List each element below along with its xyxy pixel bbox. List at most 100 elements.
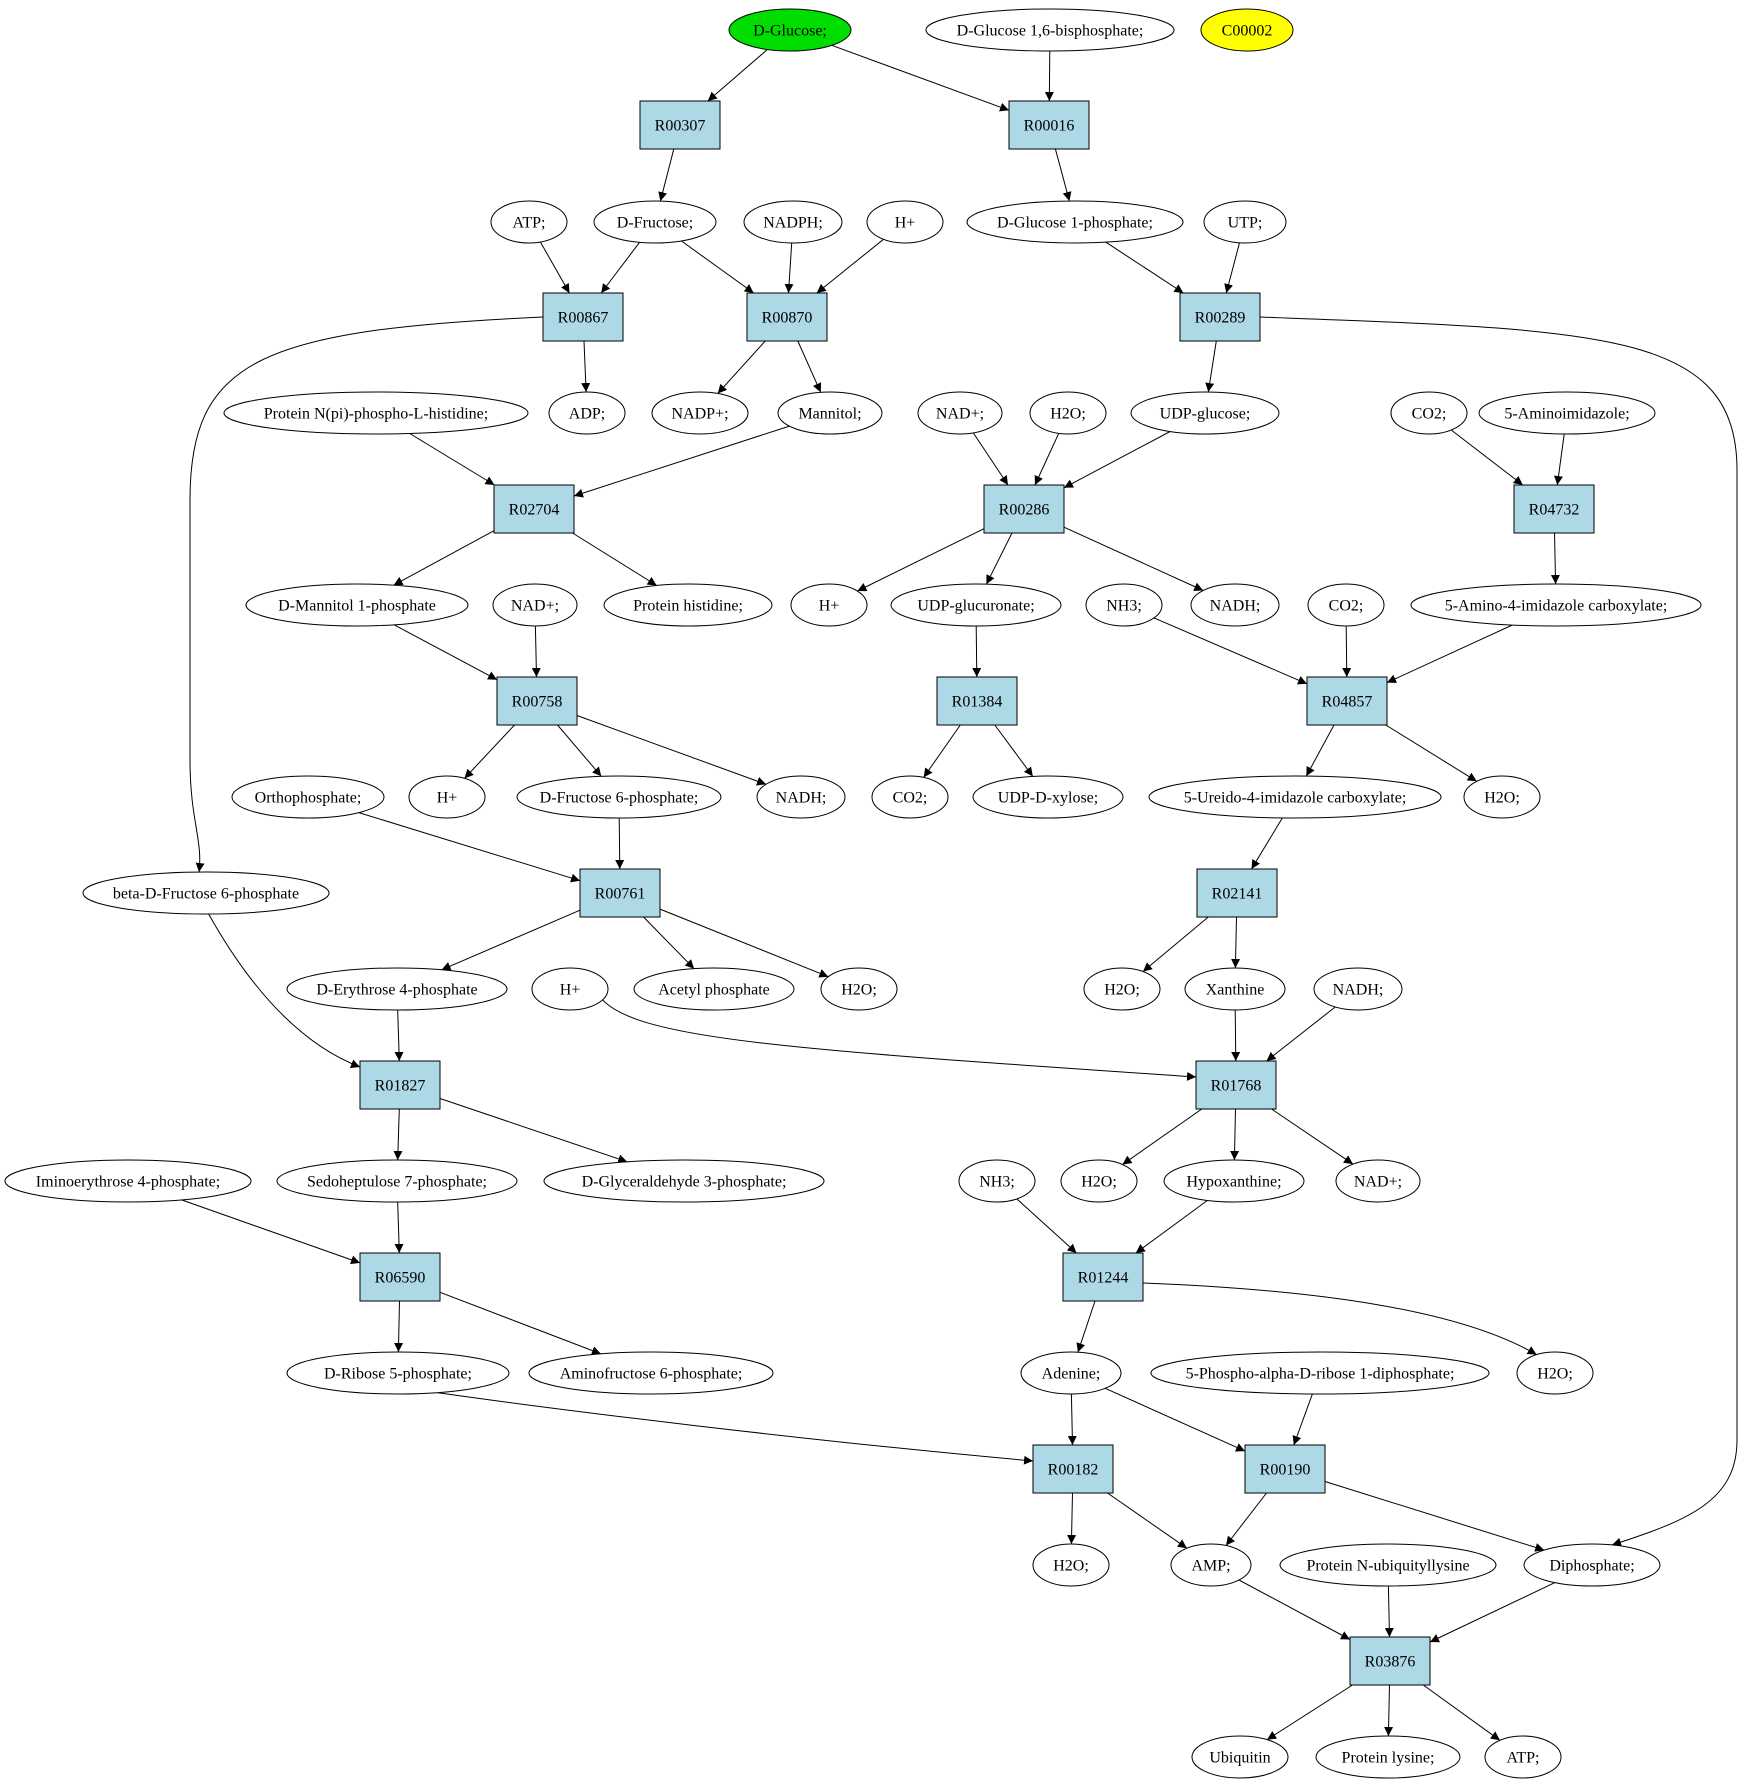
compound-ellipse bbox=[1032, 1543, 1110, 1587]
edge-xan-to-r01768 bbox=[1231, 1009, 1241, 1062]
compound-node-dg1p[interactable]: D-Glucose 1-phosphate; bbox=[966, 200, 1184, 244]
reaction-node-r00307[interactable]: R00307 bbox=[639, 100, 721, 150]
compound-node-ubiq[interactable]: Ubiquitin bbox=[1191, 1735, 1289, 1779]
reaction-node-r04732[interactable]: R04732 bbox=[1513, 484, 1595, 534]
reaction-node-r00190[interactable]: R00190 bbox=[1244, 1444, 1326, 1494]
compound-node-hypox[interactable]: Hypoxanthine; bbox=[1163, 1159, 1305, 1203]
compound-node-orthop[interactable]: Orthophosphate; bbox=[231, 775, 385, 819]
compound-node-co2a[interactable]: CO2; bbox=[1390, 391, 1468, 435]
edge-atp1-to-r00867 bbox=[539, 241, 570, 294]
compound-node-h2o2[interactable]: H2O; bbox=[1463, 775, 1541, 819]
compound-node-amp[interactable]: AMP; bbox=[1170, 1543, 1252, 1587]
compound-node-c00002[interactable]: C00002 bbox=[1200, 8, 1294, 52]
compound-node-d-glucose[interactable]: D-Glucose; bbox=[728, 8, 852, 52]
reaction-node-r04857[interactable]: R04857 bbox=[1306, 676, 1388, 726]
node-label: beta-D-Fructose 6-phosphate bbox=[113, 886, 299, 903]
compound-node-nh3b[interactable]: NH3; bbox=[958, 1159, 1036, 1203]
reaction-node-r00867[interactable]: R00867 bbox=[542, 292, 624, 342]
compound-node-acp[interactable]: Acetyl phosphate bbox=[633, 967, 795, 1011]
reaction-node-r03876[interactable]: R03876 bbox=[1349, 1636, 1431, 1686]
compound-node-r5p[interactable]: D-Ribose 5-phosphate; bbox=[286, 1351, 510, 1395]
edge-r02141-to-h2o4 bbox=[1142, 916, 1209, 972]
compound-node-h2o6[interactable]: H2O; bbox=[1516, 1351, 1594, 1395]
compound-node-h2o4[interactable]: H2O; bbox=[1083, 967, 1161, 1011]
compound-node-dg16bp[interactable]: D-Glucose 1,6-bisphosphate; bbox=[925, 8, 1175, 52]
reaction-node-r00286[interactable]: R00286 bbox=[983, 484, 1065, 534]
compound-node-dm1p[interactable]: D-Mannitol 1-phosphate bbox=[245, 583, 469, 627]
compound-node-af6p[interactable]: Aminofructose 6-phosphate; bbox=[528, 1351, 774, 1395]
compound-node-dfru[interactable]: D-Fructose; bbox=[593, 200, 717, 244]
node-label: Xanthine bbox=[1206, 982, 1265, 999]
compound-node-nadp2[interactable]: NAD+; bbox=[492, 583, 578, 627]
compound-node-xan[interactable]: Xanthine bbox=[1184, 967, 1286, 1011]
compound-node-aim[interactable]: 5-Aminoimidazole; bbox=[1478, 391, 1656, 435]
compound-node-nadp3[interactable]: NAD+; bbox=[1335, 1159, 1421, 1203]
compound-node-adenine[interactable]: Adenine; bbox=[1020, 1351, 1122, 1395]
compound-node-udpga[interactable]: UDP-glucuronate; bbox=[890, 583, 1062, 627]
reaction-node-r06590[interactable]: R06590 bbox=[359, 1252, 441, 1302]
reaction-node-r00182[interactable]: R00182 bbox=[1032, 1444, 1114, 1494]
reaction-node-r00870[interactable]: R00870 bbox=[746, 292, 828, 342]
compound-node-aicx[interactable]: 5-Amino-4-imidazole carboxylate; bbox=[1410, 583, 1702, 627]
reaction-node-r01244[interactable]: R01244 bbox=[1062, 1252, 1144, 1302]
compound-node-ga3p[interactable]: D-Glyceraldehyde 3-phosphate; bbox=[543, 1159, 825, 1203]
compound-node-h2o5[interactable]: H2O; bbox=[1060, 1159, 1138, 1203]
compound-node-udpxyl[interactable]: UDP-D-xylose; bbox=[972, 775, 1124, 819]
reaction-node-r00016[interactable]: R00016 bbox=[1008, 100, 1090, 150]
compound-node-bdf6p[interactable]: beta-D-Fructose 6-phosphate bbox=[82, 871, 330, 915]
compound-node-co2b[interactable]: CO2; bbox=[1307, 583, 1385, 627]
edge-d-glucose-to-r00016 bbox=[831, 44, 1010, 112]
compound-node-protlys[interactable]: Protein lysine; bbox=[1315, 1735, 1461, 1779]
compound-node-nadpp[interactable]: NADP+; bbox=[651, 391, 749, 435]
compound-node-pnublys[interactable]: Protein N-ubiquityllysine bbox=[1279, 1543, 1497, 1587]
edge-r00286-to-udpga bbox=[985, 532, 1013, 585]
edge-r06590-to-af6p bbox=[439, 1291, 602, 1355]
compound-node-h2o1[interactable]: H2O; bbox=[1029, 391, 1107, 435]
edge-hp4-to-r01768 bbox=[602, 999, 1197, 1081]
compound-node-nadh2[interactable]: NADH; bbox=[756, 775, 846, 819]
compound-node-diphos[interactable]: Diphosphate; bbox=[1523, 1543, 1661, 1587]
compound-node-atp2[interactable]: ATP; bbox=[1484, 1735, 1562, 1779]
reaction-node-r01768[interactable]: R01768 bbox=[1195, 1060, 1277, 1110]
compound-node-df6p[interactable]: D-Fructose 6-phosphate; bbox=[516, 775, 722, 819]
edge-prpp-to-r00190 bbox=[1292, 1393, 1313, 1446]
compound-node-nadph[interactable]: NADPH; bbox=[743, 200, 843, 244]
compound-node-nadp1[interactable]: NAD+; bbox=[917, 391, 1003, 435]
node-label: Iminoerythrose 4-phosphate; bbox=[36, 1174, 220, 1191]
reaction-node-r02704[interactable]: R02704 bbox=[493, 484, 575, 534]
reaction-node-r02141[interactable]: R02141 bbox=[1196, 868, 1278, 918]
edge-df6p-to-r00761 bbox=[615, 817, 625, 870]
node-label: R00307 bbox=[655, 118, 706, 135]
compound-ellipse bbox=[1463, 775, 1541, 819]
compound-node-h2o7[interactable]: H2O; bbox=[1032, 1543, 1110, 1587]
compound-node-hp4[interactable]: H+ bbox=[531, 967, 609, 1011]
compound-node-hp2[interactable]: H+ bbox=[790, 583, 868, 627]
compound-node-h2o3[interactable]: H2O; bbox=[820, 967, 898, 1011]
compound-node-mannitol[interactable]: Mannitol; bbox=[777, 391, 883, 435]
compound-node-co2c[interactable]: CO2; bbox=[871, 775, 949, 819]
edge-r00286-to-hp2 bbox=[857, 528, 985, 592]
compound-node-prothis[interactable]: Protein histidine; bbox=[603, 583, 773, 627]
compound-node-hp3[interactable]: H+ bbox=[408, 775, 486, 819]
compound-node-s7p[interactable]: Sedoheptulose 7-phosphate; bbox=[276, 1159, 518, 1203]
reaction-node-r00289[interactable]: R00289 bbox=[1179, 292, 1261, 342]
compound-node-hp1[interactable]: H+ bbox=[866, 200, 944, 244]
compound-node-pnpih[interactable]: Protein N(pi)-phospho-L-histidine; bbox=[223, 391, 529, 435]
reaction-node-r00761[interactable]: R00761 bbox=[579, 868, 661, 918]
compound-node-ie4p[interactable]: Iminoerythrose 4-phosphate; bbox=[4, 1159, 252, 1203]
compound-node-adp[interactable]: ADP; bbox=[548, 391, 626, 435]
compound-node-utp[interactable]: UTP; bbox=[1203, 200, 1287, 244]
compound-node-de4p[interactable]: D-Erythrose 4-phosphate bbox=[286, 967, 508, 1011]
reaction-node-r00758[interactable]: R00758 bbox=[496, 676, 578, 726]
reaction-node-r01827[interactable]: R01827 bbox=[359, 1060, 441, 1110]
compound-node-nadh3[interactable]: NADH; bbox=[1313, 967, 1403, 1011]
compound-node-atp1[interactable]: ATP; bbox=[490, 200, 568, 244]
compound-ellipse bbox=[790, 583, 868, 627]
node-label: H+ bbox=[819, 598, 840, 615]
compound-node-nh3a[interactable]: NH3; bbox=[1085, 583, 1163, 627]
compound-node-uicx[interactable]: 5-Ureido-4-imidazole carboxylate; bbox=[1148, 775, 1442, 819]
compound-node-nadh1[interactable]: NADH; bbox=[1190, 583, 1280, 627]
compound-node-udpglc[interactable]: UDP-glucose; bbox=[1130, 391, 1280, 435]
compound-node-prpp[interactable]: 5-Phospho-alpha-D-ribose 1-diphosphate; bbox=[1150, 1351, 1490, 1395]
reaction-node-r01384[interactable]: R01384 bbox=[936, 676, 1018, 726]
